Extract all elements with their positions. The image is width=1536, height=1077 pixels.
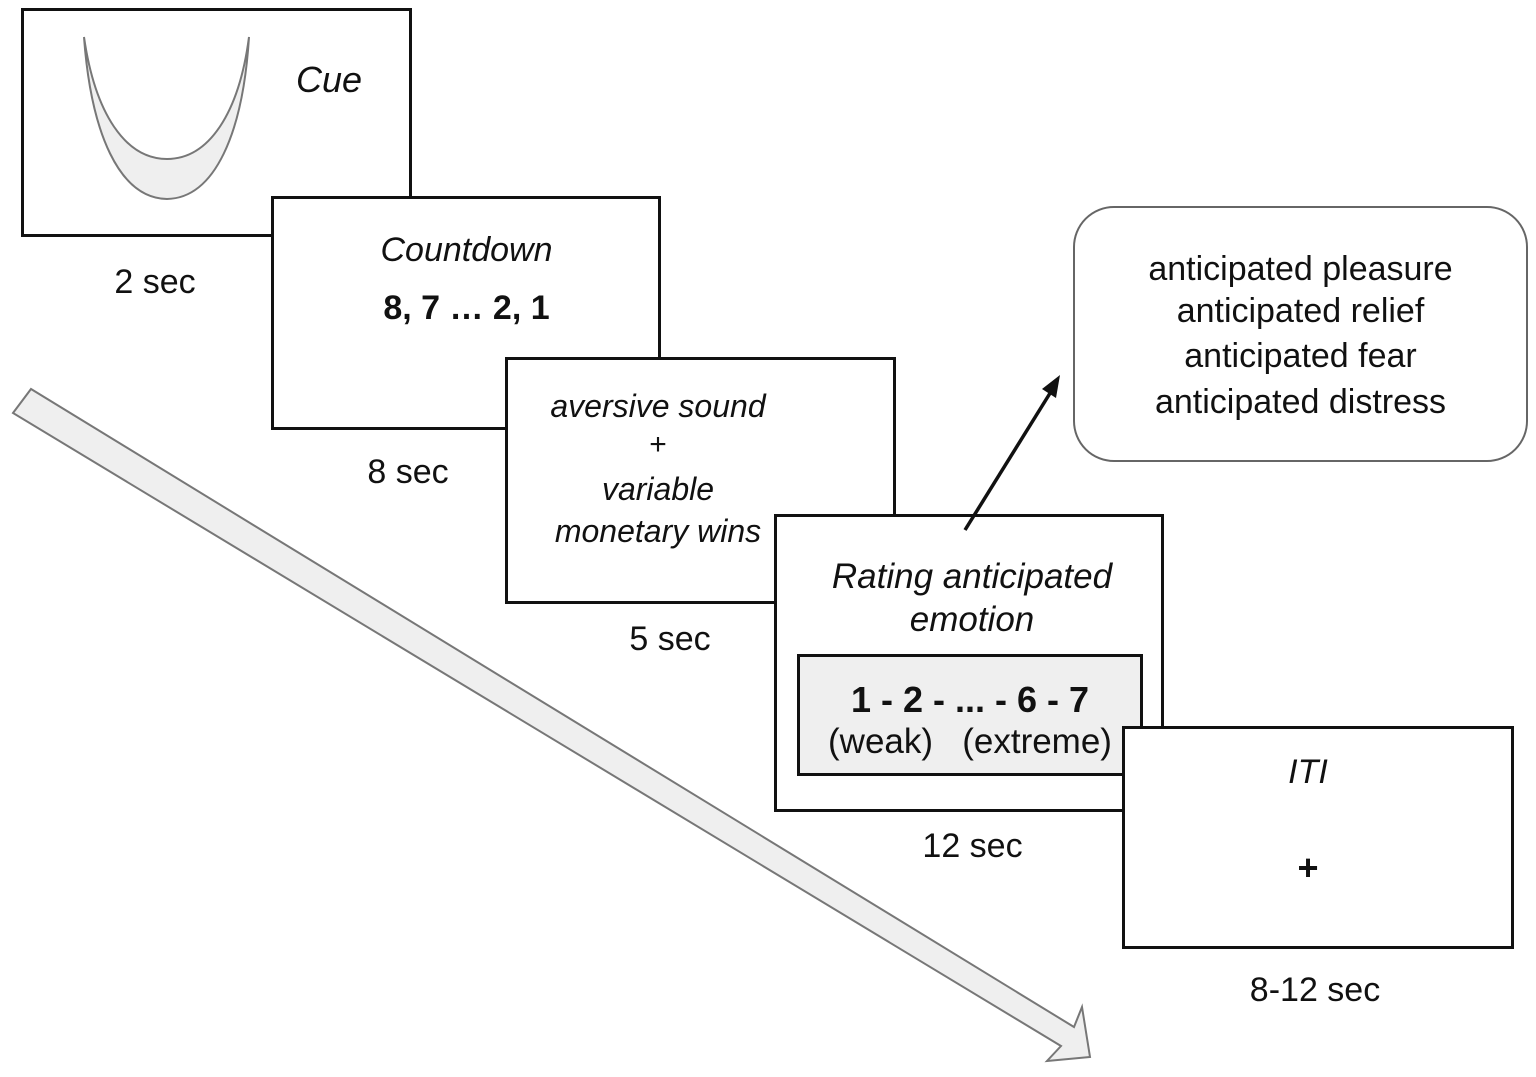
outcome-line-3: variable — [601, 471, 715, 507]
cue-screen: Cue — [21, 8, 412, 237]
countdown-sequence: 8, 7 … 2, 1 — [383, 289, 550, 327]
outcome-line-4: monetary wins — [554, 513, 762, 549]
emotion-item-1: anticipated pleasure — [1148, 250, 1453, 288]
countdown-duration: 8 sec — [367, 453, 449, 491]
iti-title: ITI — [1288, 753, 1328, 791]
rating-title-line-1: Rating anticipated — [831, 557, 1113, 596]
emotion-list-box — [1073, 206, 1528, 462]
countdown-title: Countdown — [380, 231, 553, 269]
iti-screen: ITI + — [1122, 726, 1514, 949]
time-arrow — [11, 387, 1092, 1063]
outcome-line-1: aversive sound — [550, 388, 766, 424]
rating-scale: 1 - 2 - ... - 6 - 7 — [850, 679, 1090, 720]
crescent-icon — [83, 36, 250, 201]
cue-title: Cue — [295, 59, 363, 100]
outcome-line-2: + — [649, 428, 667, 461]
emotion-item-4: anticipated distress — [1154, 383, 1447, 421]
cue-duration: 2 sec — [114, 263, 196, 301]
emotion-item-3: anticipated fear — [1184, 337, 1417, 375]
rating-scale-box: 1 - 2 - ... - 6 - 7 (weak) (extreme) — [797, 654, 1143, 776]
rating-screen: Rating anticipated emotion 1 - 2 - ... -… — [774, 514, 1164, 812]
fixation-cross: + — [1297, 847, 1319, 888]
outcome-duration: 5 sec — [629, 620, 711, 658]
rating-title-line-2: emotion — [909, 600, 1035, 639]
iti-duration: 8-12 sec — [1249, 971, 1381, 1009]
emotion-item-2: anticipated relief — [1176, 292, 1425, 330]
rating-duration: 12 sec — [922, 827, 1023, 865]
rating-anchors: (weak) (extreme) — [828, 722, 1112, 761]
